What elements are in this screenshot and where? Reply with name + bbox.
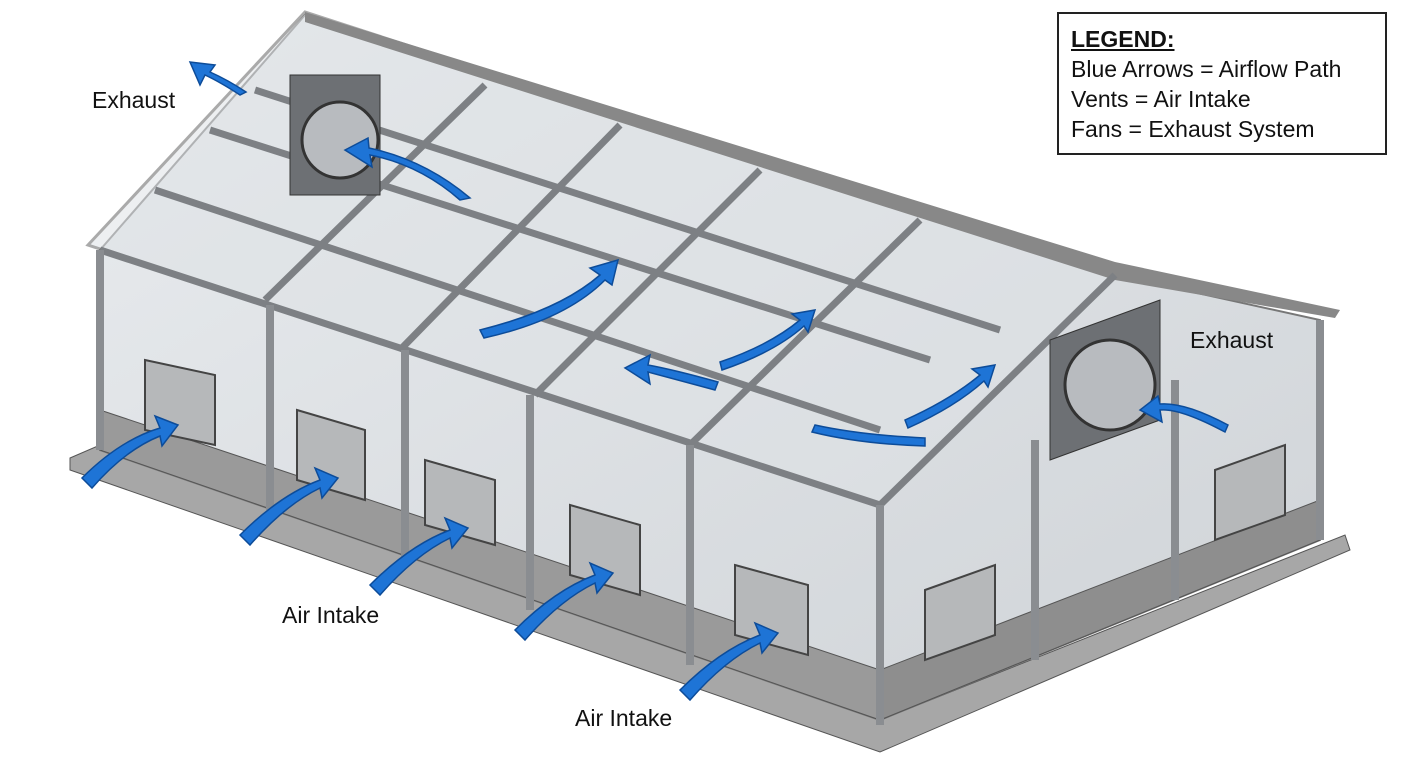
exhaust-label-left: Exhaust (92, 87, 176, 113)
intake-vents (144, 358, 1286, 662)
wall-posts (96, 250, 1324, 725)
air-intake-label-front: Air Intake (575, 705, 673, 731)
legend-box: LEGEND: Blue Arrows = Airflow Path Vents… (1057, 12, 1387, 155)
exhaust-label-right: Exhaust (1190, 327, 1274, 353)
legend-item-vents: Vents = Air Intake (1071, 86, 1251, 112)
airflow-arrows (80, 61, 1229, 702)
legend-title: LEGEND: (1071, 26, 1175, 52)
legend-item-airflow: Blue Arrows = Airflow Path (1071, 56, 1342, 82)
air-intake-label-left: Air Intake (282, 602, 380, 628)
legend-item-fans: Fans = Exhaust System (1071, 116, 1315, 142)
exhaust-fan-left (289, 74, 381, 196)
